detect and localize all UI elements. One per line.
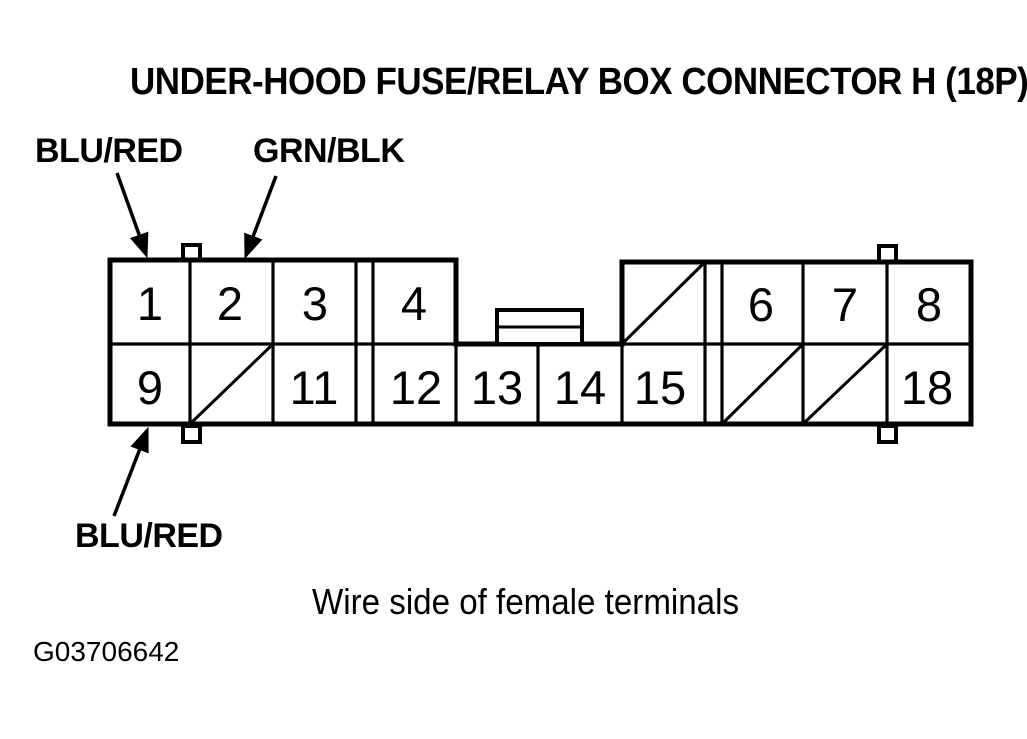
figure-id: G03706642 bbox=[33, 636, 180, 667]
diagonal-cavity-10 bbox=[189, 343, 274, 425]
terminal-1: 1 bbox=[137, 277, 163, 330]
diagonal-cavity-5 bbox=[621, 261, 706, 345]
terminal-11: 11 bbox=[290, 361, 339, 414]
wire-color-label-pin1: BLU/RED bbox=[35, 132, 183, 170]
page-title: UNDER-HOOD FUSE/RELAY BOX CONNECTOR H (1… bbox=[130, 61, 1027, 103]
terminal-12: 12 bbox=[390, 361, 442, 414]
wire-color-label-pin2: GRN/BLK bbox=[253, 132, 405, 170]
annotation-arrows bbox=[112, 172, 278, 517]
empty-cavity-diagonals bbox=[189, 261, 888, 425]
tab-bottom-right bbox=[877, 424, 898, 444]
terminal-14: 14 bbox=[554, 361, 606, 414]
terminal-6: 6 bbox=[748, 278, 774, 331]
terminal-numbers: 1 2 3 4 6 7 8 9 11 12 13 14 15 18 bbox=[137, 277, 953, 414]
terminal-18: 18 bbox=[901, 361, 953, 414]
terminal-13: 13 bbox=[471, 361, 523, 414]
terminal-7: 7 bbox=[832, 278, 858, 331]
arrow-blu-red-to-pin9 bbox=[112, 426, 149, 517]
arrow-blu-red-to-pin1 bbox=[115, 172, 149, 259]
arrow-grn-blk-to-pin2 bbox=[244, 175, 278, 260]
terminal-9: 9 bbox=[137, 361, 163, 414]
diagonal-cavity-16 bbox=[721, 343, 804, 425]
terminal-8: 8 bbox=[916, 278, 942, 331]
terminal-15: 15 bbox=[634, 361, 686, 414]
terminal-4: 4 bbox=[401, 277, 427, 330]
wire-color-label-pin9: BLU/RED bbox=[75, 517, 223, 555]
connector-body-outline bbox=[107, 257, 974, 427]
connector-cell-grid bbox=[110, 260, 971, 424]
terminal-3: 3 bbox=[302, 277, 328, 330]
terminal-2: 2 bbox=[217, 277, 243, 330]
view-caption: Wire side of female terminals bbox=[312, 581, 740, 622]
tab-bottom-left bbox=[181, 424, 202, 444]
connector-key-bump bbox=[495, 308, 584, 346]
diagonal-cavity-17 bbox=[802, 343, 888, 425]
